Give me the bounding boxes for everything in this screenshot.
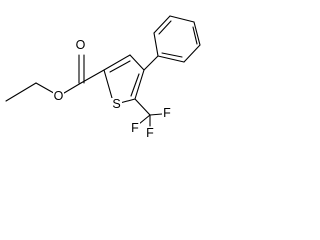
- bond-s-c2: [103, 69, 113, 99]
- molecule-diagram: O O S F F F: [0, 0, 210, 142]
- atom-label-f-left: F: [131, 121, 139, 135]
- bond-ph1-ph2: [153, 32, 159, 57]
- bond-ph4-ph5: [193, 21, 201, 46]
- atom-label-o-ester: O: [54, 89, 64, 103]
- bond-ph2-ph3: [153, 15, 171, 34]
- bond-c4-phenyl: [143, 55, 159, 71]
- atom-label-f-right: F: [163, 106, 171, 120]
- bond-c2-c3: [103, 54, 131, 71]
- bond-ph-inner-a: [158, 20, 172, 35]
- bond-ph-inner-c: [161, 52, 183, 58]
- bonds: [5, 15, 201, 127]
- atom-label-f-bottom: F: [146, 126, 154, 140]
- bond-c2-c3-inner: [109, 60, 131, 73]
- bond-c5-s: [119, 98, 136, 104]
- bond-c4-c5: [134, 69, 145, 100]
- atom-label-s-ring: S: [112, 97, 120, 111]
- bond-ch3-ch2: [5, 82, 37, 102]
- bond-cf3-f-left: [138, 114, 151, 125]
- bond-ph3-ph4: [169, 15, 195, 23]
- bond-ph5-ph6: [183, 44, 201, 63]
- atom-label-o-carbonyl: O: [76, 38, 86, 52]
- bond-c-carbonyl-c2: [80, 69, 105, 84]
- bond-c3-c4: [129, 54, 145, 71]
- atom-labels: O O S F F F: [53, 38, 172, 140]
- bond-c4-c5-inner: [130, 73, 140, 97]
- bond-cf3-f-right: [149, 113, 163, 116]
- bond-c5-cf3: [134, 98, 151, 116]
- bond-ph-inner-b: [192, 26, 198, 45]
- bond-ph6-ph1: [157, 55, 185, 63]
- structure-svg: O O S F F F: [5, 15, 201, 140]
